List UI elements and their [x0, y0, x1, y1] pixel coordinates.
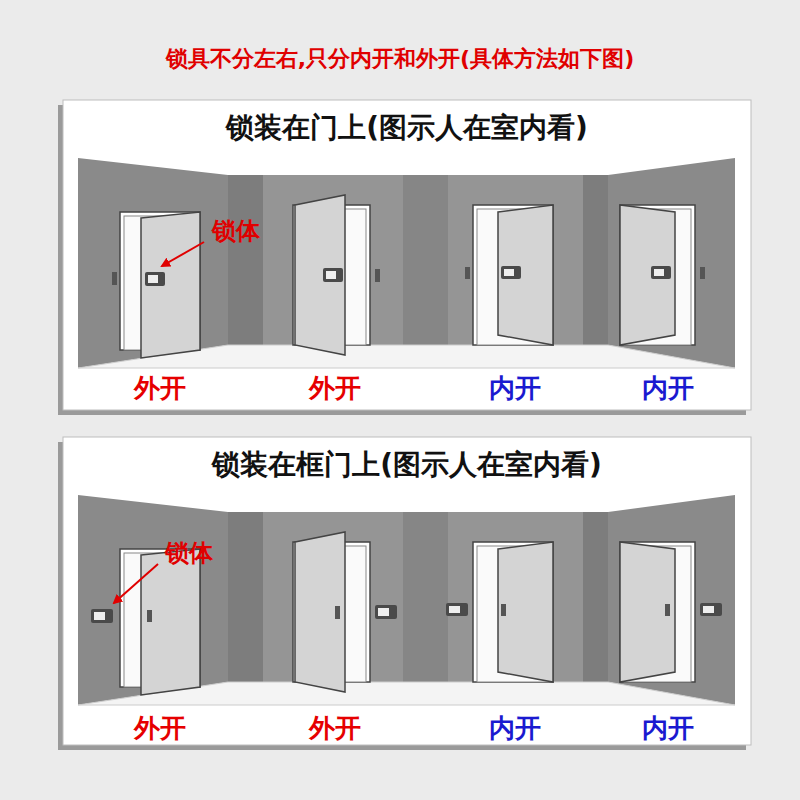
leader-arrow — [162, 242, 204, 266]
wall — [403, 175, 448, 345]
lock-face — [378, 608, 389, 616]
opening-type: 内开 — [489, 712, 541, 744]
lock-face — [94, 612, 105, 620]
lock-body — [145, 272, 165, 286]
opening-type: 外开 — [134, 372, 186, 404]
wall — [448, 175, 583, 345]
door-leaf — [498, 542, 553, 682]
lock-body — [375, 605, 397, 619]
wall — [608, 495, 735, 705]
door-leaf — [620, 542, 675, 682]
wall — [583, 175, 608, 345]
strike-plate — [665, 604, 670, 616]
door-leaf — [498, 205, 553, 345]
lock-face — [326, 271, 336, 279]
panel-art — [58, 100, 751, 415]
panel-box: 锁装在门上(图示人在室内看) — [63, 100, 751, 410]
strike-plate — [375, 269, 380, 282]
strike-plate — [700, 267, 705, 279]
lock-face — [148, 275, 158, 283]
lock-body — [446, 603, 468, 616]
lock-body — [91, 609, 113, 623]
wall — [228, 512, 263, 682]
door-frame — [620, 205, 695, 345]
panel-ground — [63, 437, 751, 745]
panel-art — [58, 437, 751, 750]
wall — [78, 158, 228, 368]
strike-plate — [147, 610, 152, 622]
title: 锁具不分左右,只分内开和外开(具体方法如下图) — [166, 44, 634, 74]
opening-type: 内开 — [642, 712, 694, 744]
door-frame — [620, 542, 695, 682]
callout-label: 锁体 — [165, 538, 213, 568]
leader-arrow — [114, 564, 158, 603]
opening-type: 内开 — [642, 372, 694, 404]
door-leaf — [620, 205, 675, 345]
wall — [78, 495, 228, 705]
panel-box: 锁装在框门上(图示人在室内看) — [63, 437, 751, 745]
opening-type: 外开 — [134, 712, 186, 744]
panel-heading: 锁装在门上(图示人在室内看) — [226, 110, 588, 146]
strike-plate — [335, 606, 340, 619]
panel-heading: 锁装在框门上(图示人在室内看) — [212, 447, 602, 483]
lock-body — [700, 603, 722, 616]
lock-face — [703, 606, 714, 613]
door-leaf — [141, 212, 200, 358]
strike-plate — [501, 604, 506, 616]
door-leaf — [295, 532, 345, 692]
lock-body — [323, 268, 343, 282]
panel-ground — [63, 100, 751, 410]
lock-body — [501, 266, 521, 279]
wall — [448, 512, 583, 682]
opening-type: 内开 — [489, 372, 541, 404]
opening-type: 外开 — [309, 372, 361, 404]
callout-label: 锁体 — [212, 216, 260, 246]
wall — [583, 512, 608, 682]
wall — [403, 512, 448, 682]
panel-heading-wrap: 锁装在框门上(图示人在室内看) — [63, 447, 751, 483]
lock-face — [504, 269, 514, 276]
panel-heading-wrap: 锁装在门上(图示人在室内看) — [63, 110, 751, 146]
strike-plate — [465, 267, 470, 279]
opening-type: 外开 — [309, 712, 361, 744]
lock-body — [651, 266, 671, 279]
title-wrap: 锁具不分左右,只分内开和外开(具体方法如下图) — [0, 44, 800, 74]
strike-plate — [112, 272, 117, 285]
door-frame — [473, 205, 553, 345]
wall — [608, 158, 735, 368]
door-frame — [473, 542, 553, 682]
door-leaf — [295, 195, 345, 355]
lock-face — [449, 606, 460, 613]
lock-face — [654, 269, 664, 276]
wall — [228, 175, 263, 345]
